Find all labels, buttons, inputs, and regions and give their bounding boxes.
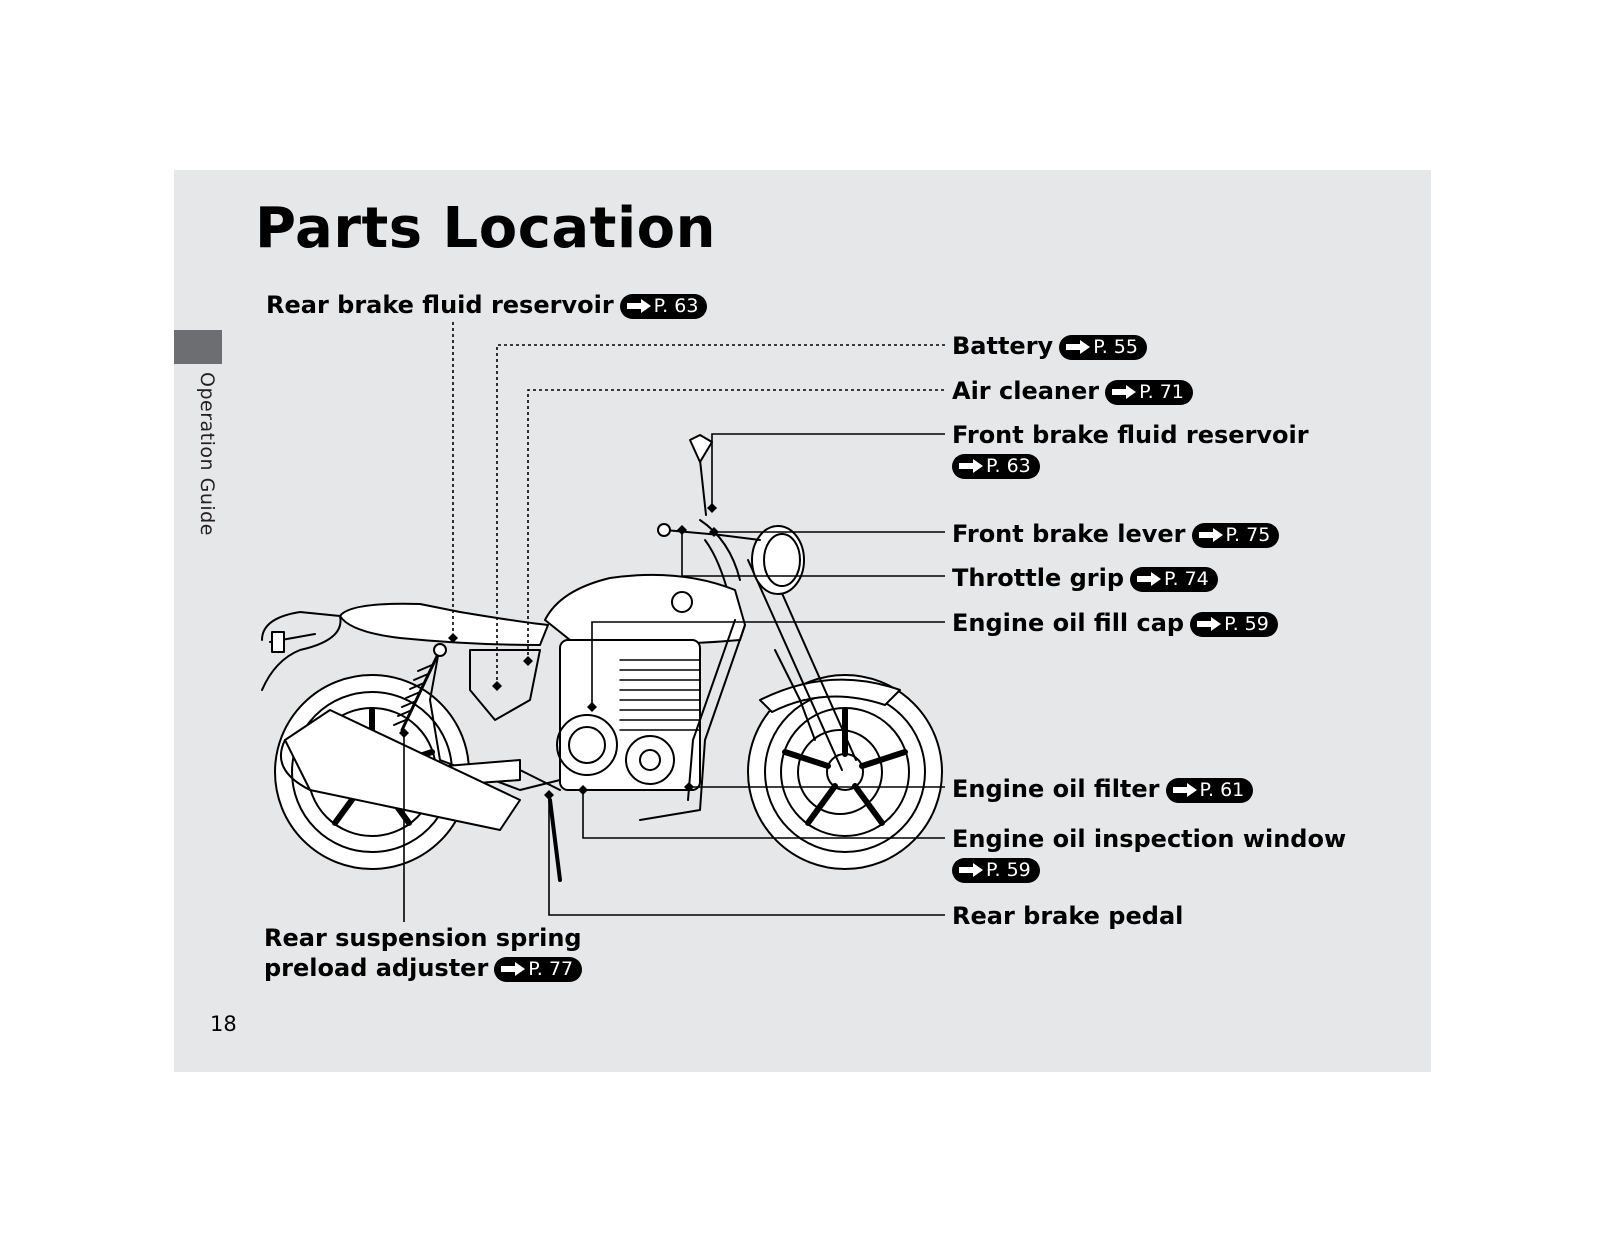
label-engine-oil-filter: Engine oil filter P. 61 xyxy=(952,774,1254,804)
arrow-right-icon xyxy=(500,962,526,976)
label-throttle-grip: Throttle grip P. 74 xyxy=(952,563,1218,593)
page-reference[interactable]: P. 71 xyxy=(1105,379,1193,405)
arrow-right-icon xyxy=(1111,385,1137,399)
label-text: Front brake lever xyxy=(952,520,1186,548)
page-reference-text: P. 59 xyxy=(986,858,1031,881)
label-text: Rear brake fluid reservoir xyxy=(266,291,614,319)
arrow-right-icon xyxy=(1065,340,1091,354)
label-engine-oil-fill-cap: Engine oil fill cap P. 59 xyxy=(952,608,1278,638)
page-reference-text: P. 75 xyxy=(1225,523,1271,546)
label-text-line2: preload adjuster xyxy=(264,954,489,982)
arrow-right-icon xyxy=(1198,528,1224,542)
label-rear-brake-fluid-reservoir: Rear brake fluid reservoir P. 63 xyxy=(266,290,708,320)
page-reference[interactable]: P. 61 xyxy=(1165,777,1254,803)
label-air-cleaner: Air cleaner P. 71 xyxy=(952,376,1193,406)
page-reference[interactable]: P. 59 xyxy=(952,857,1040,883)
page-reference-text: P. 55 xyxy=(1093,335,1138,358)
page-reference-text: P. 71 xyxy=(1139,380,1184,403)
label-engine-oil-inspection-window: Engine oil inspection window P. 59 xyxy=(952,824,1346,884)
label-text: Throttle grip xyxy=(952,564,1125,592)
label-rear-brake-pedal: Rear brake pedal xyxy=(952,901,1183,931)
page-reference-text: P. 77 xyxy=(528,957,574,980)
page-reference-text: P. 59 xyxy=(1224,612,1269,635)
label-text: Engine oil fill cap xyxy=(952,609,1185,637)
page-reference-text: P. 74 xyxy=(1164,567,1209,590)
page-reference[interactable]: P. 63 xyxy=(619,293,708,319)
arrow-right-icon xyxy=(1136,572,1162,586)
label-battery: Battery P. 55 xyxy=(952,331,1147,361)
label-text: Front brake fluid reservoir xyxy=(952,421,1309,449)
arrow-right-icon xyxy=(1196,617,1222,631)
page-reference-text: P. 61 xyxy=(1199,778,1245,801)
page-reference[interactable]: P. 75 xyxy=(1191,522,1280,548)
page-reference[interactable]: P. 55 xyxy=(1059,334,1147,360)
label-text: Battery xyxy=(952,332,1054,360)
section-tab xyxy=(174,330,222,364)
label-text: Air cleaner xyxy=(952,377,1100,405)
page-number: 18 xyxy=(210,1012,237,1036)
label-front-brake-fluid-reservoir: Front brake fluid reservoir P. 63 xyxy=(952,420,1309,480)
label-text: Engine oil filter xyxy=(952,775,1160,803)
page-reference-text: P. 63 xyxy=(986,454,1031,477)
label-rear-suspension-spring-preload-adjuster: Rear suspension spring preload adjuster P… xyxy=(264,923,583,983)
arrow-right-icon xyxy=(626,299,652,313)
page-reference[interactable]: P. 59 xyxy=(1190,611,1278,637)
label-front-brake-lever: Front brake lever P. 75 xyxy=(952,519,1280,549)
page-reference[interactable]: P. 77 xyxy=(494,956,583,982)
arrow-right-icon xyxy=(1172,783,1198,797)
page-reference[interactable]: P. 74 xyxy=(1130,566,1218,592)
page-reference[interactable]: P. 63 xyxy=(952,453,1040,479)
page-title: Parts Location xyxy=(255,196,716,261)
section-label: Operation Guide xyxy=(196,372,218,536)
page-reference-text: P. 63 xyxy=(653,294,699,317)
arrow-right-icon xyxy=(958,863,984,877)
label-text: Engine oil inspection window xyxy=(952,825,1347,853)
label-text: Rear brake pedal xyxy=(952,902,1184,930)
label-text-line1: Rear suspension spring xyxy=(264,924,582,952)
arrow-right-icon xyxy=(958,459,984,473)
